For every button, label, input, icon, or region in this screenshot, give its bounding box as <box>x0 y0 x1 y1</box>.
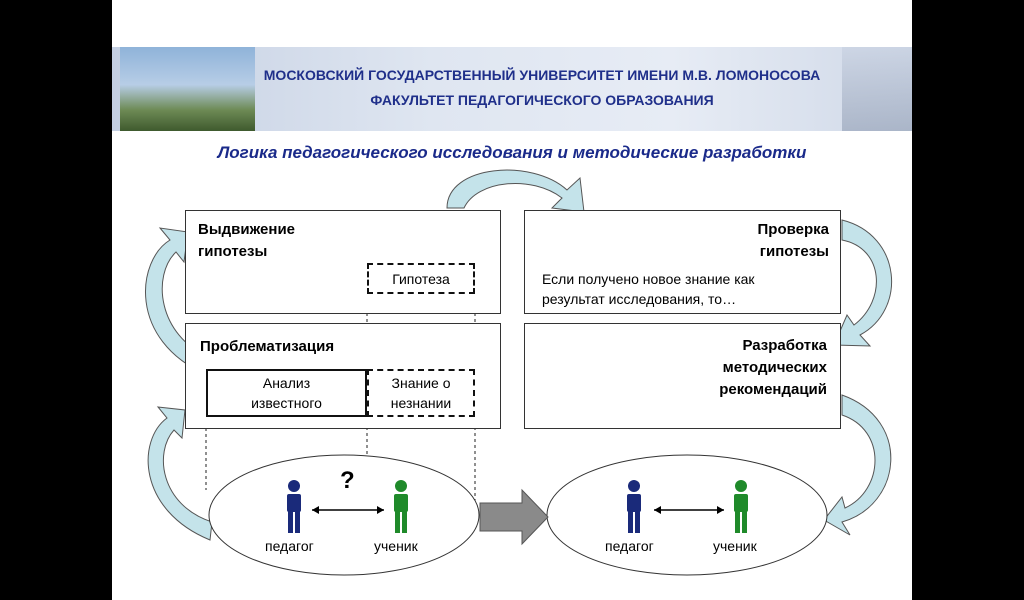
slide: МОСКОВСКИЙ ГОСУДАРСТВЕННЫЙ УНИВЕРСИТЕТ И… <box>112 0 912 600</box>
check-title-line1: Проверка <box>757 221 829 238</box>
recommendations-line3: рекомендаций <box>719 381 827 398</box>
left-bottom-curved-arrow <box>147 406 213 541</box>
right-top-curved-arrow <box>833 219 893 347</box>
recommendations-line2: методических <box>722 359 827 376</box>
student-figure-right <box>734 480 748 533</box>
check-title-line2: гипотезы <box>759 243 829 260</box>
student-label-right: ученик <box>713 538 757 554</box>
header-banner: МОСКОВСКИЙ ГОСУДАРСТВЕННЫЙ УНИВЕРСИТЕТ И… <box>112 47 912 131</box>
teacher-figure-right <box>627 480 641 533</box>
right-bottom-curved-arrow <box>823 394 892 536</box>
left-top-curved-arrow <box>145 227 211 376</box>
question-mark: ? <box>340 467 355 494</box>
hypothesis-title-line1: Выдвижение <box>198 221 296 238</box>
teacher-label-left: педагог <box>265 538 314 554</box>
check-text-line2: результат исследования, то… <box>542 291 737 307</box>
transition-arrow <box>479 488 549 546</box>
teacher-label-right: педагог <box>605 538 654 554</box>
teacher-figure-left <box>287 480 301 533</box>
university-name: МОСКОВСКИЙ ГОСУДАРСТВЕННЫЙ УНИВЕРСИТЕТ И… <box>263 67 821 83</box>
right-ellipse <box>546 454 828 576</box>
slide-title: Логика педагогического исследования и ме… <box>217 143 807 162</box>
diagram-graphics <box>145 169 893 576</box>
hypothesis-title-line2: гипотезы <box>198 243 268 260</box>
left-ellipse <box>208 454 480 576</box>
faculty-name: ФАКУЛЬТЕТ ПЕДАГОГИЧЕСКОГО ОБРАЗОВАНИЯ <box>370 92 714 108</box>
student-figure-left <box>394 480 408 533</box>
check-text-line1: Если получено новое знание как <box>542 271 755 287</box>
problematization-title: Проблематизация <box>200 338 335 355</box>
hypothesis-box <box>185 210 501 314</box>
recommendations-box <box>524 323 841 429</box>
hypothesis-check-box <box>524 210 841 314</box>
top-curved-arrow <box>446 169 585 213</box>
hypothesis-inner-box: Гипотеза <box>367 263 475 294</box>
recommendations-line1: Разработка <box>742 337 827 354</box>
university-building-image <box>120 47 255 131</box>
lomonosov-portrait-image <box>842 47 912 131</box>
student-label-left: ученик <box>374 538 418 554</box>
